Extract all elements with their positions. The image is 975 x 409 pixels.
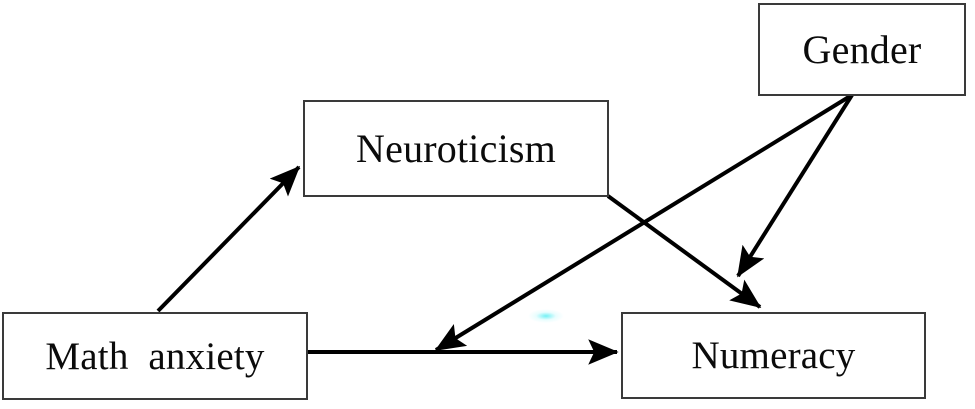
node-numeracy-label: Numeracy [691,334,856,377]
node-math-anxiety[interactable]: Math anxiety [2,312,308,400]
edge-math-anxiety-to-neuroticism [156,165,301,313]
node-gender[interactable]: Gender [758,3,966,96]
node-neuroticism[interactable]: Neuroticism [303,100,609,197]
edge-neuroticism-to-numeracy [606,194,762,309]
edge-gender-to-numeracy [736,93,854,278]
node-gender-label: Gender [802,26,922,72]
node-math-anxiety-label: Math anxiety [45,334,265,378]
node-neuroticism-label: Neuroticism [356,125,556,171]
watermark-artifact [528,309,564,329]
node-numeracy[interactable]: Numeracy [621,312,926,399]
